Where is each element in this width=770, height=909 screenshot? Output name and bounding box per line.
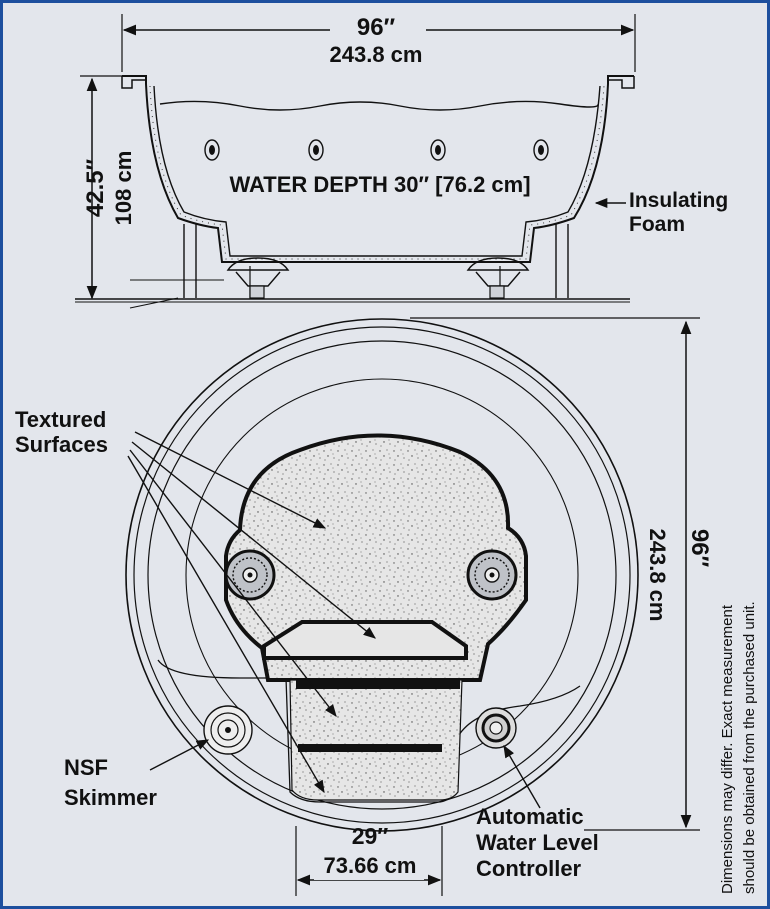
rim-lip-left	[121, 76, 146, 89]
side-view: 96″ 243.8 cm 42.5″ 108 cm	[75, 14, 728, 319]
water-depth-label: WATER DEPTH 30″ [76.2 cm]	[229, 172, 530, 197]
seat-ridge	[262, 620, 468, 660]
rim-lip-right	[608, 76, 635, 89]
skimmer-icon	[203, 705, 253, 755]
top-diameter-cm: 243.8 cm	[645, 529, 670, 622]
skimmer-label-2: Skimmer	[64, 785, 157, 810]
side-width-cm: 243.8 cm	[330, 42, 423, 67]
textured-pointers	[127, 431, 376, 794]
water-surface	[159, 100, 599, 111]
support-leg-right	[555, 224, 569, 298]
skimmer-pointer	[149, 739, 210, 771]
foam-stipple	[149, 85, 605, 260]
cutaway-line	[129, 297, 179, 309]
step-edge-2	[298, 744, 442, 752]
controller-pointer	[503, 744, 541, 809]
rim-inner-circle	[147, 340, 617, 810]
controller-label-3: Controller	[476, 856, 582, 881]
controller-icon	[475, 707, 517, 749]
step-width-cm: 73.66 cm	[324, 853, 417, 878]
step-edge-1	[296, 680, 460, 689]
top-diameter-inches: 96″	[686, 529, 713, 568]
top-view: Textured Surfaces NSF Skimmer Automatic …	[15, 318, 758, 896]
disclaimer-line-1: Dimensions may differ. Exact measurement	[719, 604, 736, 894]
textured-surfaces-label-2: Surfaces	[15, 432, 108, 457]
textured-step	[289, 679, 463, 801]
skimmer-label-1: NSF	[64, 755, 108, 780]
jet-icon	[224, 549, 276, 601]
controller-label-2: Water Level	[476, 830, 599, 855]
disclaimer-line-2: should be obtained from the purchased un…	[741, 601, 758, 894]
insulating-foam-label-2: Foam	[629, 213, 685, 236]
insulating-foam-label-1: Insulating	[629, 189, 728, 212]
support-leg-left	[183, 224, 197, 298]
tub-shell-inner	[153, 85, 601, 257]
side-height-cm: 108 cm	[111, 151, 136, 226]
controller-label-1: Automatic	[476, 804, 584, 829]
drain-right	[466, 257, 530, 299]
side-height-inches: 42.5″	[82, 158, 109, 217]
inner-supports	[249, 266, 501, 298]
drain-left	[226, 257, 290, 299]
textured-surfaces-label-1: Textured	[15, 407, 106, 432]
side-width-inches: 96″	[357, 14, 396, 41]
jet-icon	[533, 139, 549, 161]
tub-shell-outer	[122, 75, 634, 263]
jet-icon	[308, 139, 324, 161]
rim-outer-circle-2	[133, 326, 631, 824]
rim-outer-circle	[125, 318, 639, 832]
step-width-inches: 29″	[352, 823, 389, 849]
jet-icon	[466, 549, 518, 601]
jet-icon	[430, 139, 446, 161]
textured-seat-top	[224, 433, 528, 682]
jet-icon	[204, 139, 220, 161]
